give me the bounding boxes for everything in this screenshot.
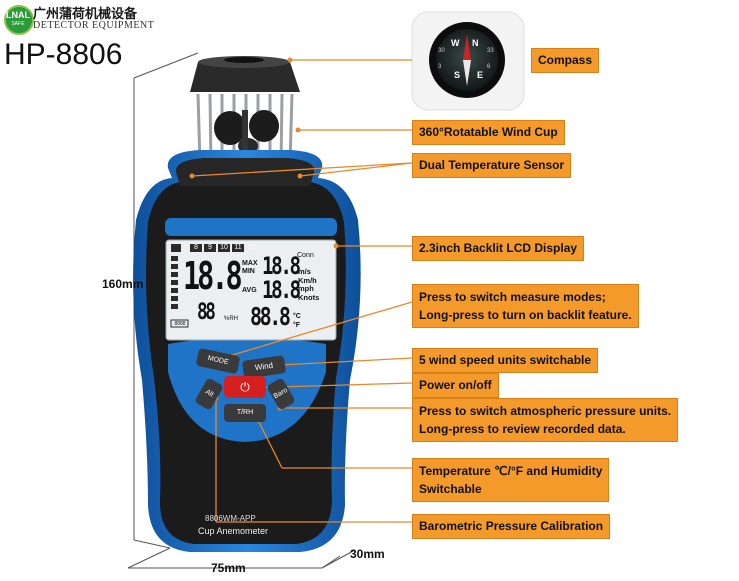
callout-baro: Press to switch atmospheric pressure uni… <box>412 398 679 442</box>
lcd-main-digits: 18.8 <box>183 254 243 298</box>
lcd-battery: 8888 <box>174 321 186 327</box>
company-name-cn: 广州蒲荷机械设备 <box>33 6 138 21</box>
lcd-avg-label: AVG <box>242 287 257 294</box>
callout-temp-sensor: Dual Temperature Sensor <box>412 153 572 178</box>
depth-dimension: 30mm <box>350 547 385 561</box>
lcd-unit: m/s <box>298 267 311 276</box>
lcd-temp-units: °C °F <box>293 312 301 330</box>
compass-tick: 6 <box>487 64 491 70</box>
compass-tick: 33 <box>487 48 494 54</box>
callout-lcd: 2.3inch Backlit LCD Display <box>412 236 585 261</box>
trh-button[interactable]: T/RH <box>224 404 266 422</box>
compass-w: W <box>451 38 460 48</box>
lcd-chip: 10 <box>220 244 228 251</box>
callout-compass: Compass <box>531 48 600 73</box>
lcd-avg-value: 18.8 <box>262 276 301 304</box>
model-title: HP-8806 <box>4 38 123 71</box>
height-dimension: 160mm <box>102 277 144 291</box>
lcd-temp-unit-f: °F <box>293 322 301 329</box>
callout-calibration: Barometric Pressure Calibration <box>412 514 611 539</box>
lcd-chip: 8 <box>194 244 198 251</box>
compass-n: N <box>472 38 479 48</box>
lcd-humidity-unit: %RH <box>224 316 239 322</box>
logo-sub: SAFE <box>11 21 25 27</box>
callout-wind-cup: 360°Rotatable Wind Cup <box>412 120 565 145</box>
callout-baro-line2: Long-press to review recorded data. <box>419 422 626 436</box>
compass-s: S <box>454 70 461 80</box>
logo-letters: LNAL <box>6 10 30 20</box>
lcd-unit: Km/h <box>298 275 317 285</box>
lcd-min-label: MIN <box>242 268 255 275</box>
power-button[interactable]: ⏻ <box>224 376 266 398</box>
lcd-unit: mph <box>298 284 314 293</box>
callout-mode: Press to switch measure modes; Long-pres… <box>412 284 639 328</box>
power-icon: ⏻ <box>240 380 250 394</box>
lcd-unit: Knots <box>298 292 320 302</box>
lcd-units: m/s Km/h mph Knots <box>298 267 320 302</box>
lcd-chip: 9 <box>208 244 212 251</box>
callout-temp-humidity: Temperature ℃/°F and Humidity Switchable <box>412 458 610 502</box>
lcd-temp-unit-c: °C <box>293 313 301 320</box>
lcd-chip: 12 <box>248 244 256 251</box>
callout-mode-line2: Long-press to turn on backlit feature. <box>419 308 632 322</box>
callout-baro-line1: Press to switch atmospheric pressure uni… <box>419 404 672 418</box>
lcd-max-value: 18.8 <box>262 252 301 280</box>
lcd-max-label: MAX <box>242 260 258 267</box>
compass-tick: 3 <box>438 64 442 70</box>
width-dimension: 75mm <box>211 561 246 575</box>
lcd-temp-value: 88.8 <box>250 302 291 331</box>
lcd-conn-label: Conn <box>297 252 314 259</box>
compass-e: E <box>477 70 484 80</box>
callout-power: Power on/off <box>412 373 499 398</box>
lcd-humidity-value: 88 <box>197 300 216 325</box>
callout-temp-line1: Temperature ℃/°F and Humidity <box>419 464 603 478</box>
compass-tick: 30 <box>438 48 445 54</box>
lcd-chips: 8 9 10 11 12 <box>190 244 260 251</box>
device-model-label: 8806WM-APP <box>205 514 256 523</box>
lcd-display <box>165 239 337 341</box>
lcd-max-min-labels: MAX MIN <box>242 260 258 276</box>
callout-wind-units: 5 wind speed units switchable <box>412 348 599 373</box>
compass-inset <box>411 11 525 111</box>
callout-temp-line2: Switchable <box>419 482 482 496</box>
brand-logo <box>4 5 34 35</box>
callout-mode-line1: Press to switch measure modes; <box>419 290 606 304</box>
company-name-en: DETECTOR EQUIPMENT <box>33 20 155 31</box>
lcd-chip: 11 <box>234 244 242 251</box>
device-name-label: Cup Anemometer <box>198 526 269 536</box>
